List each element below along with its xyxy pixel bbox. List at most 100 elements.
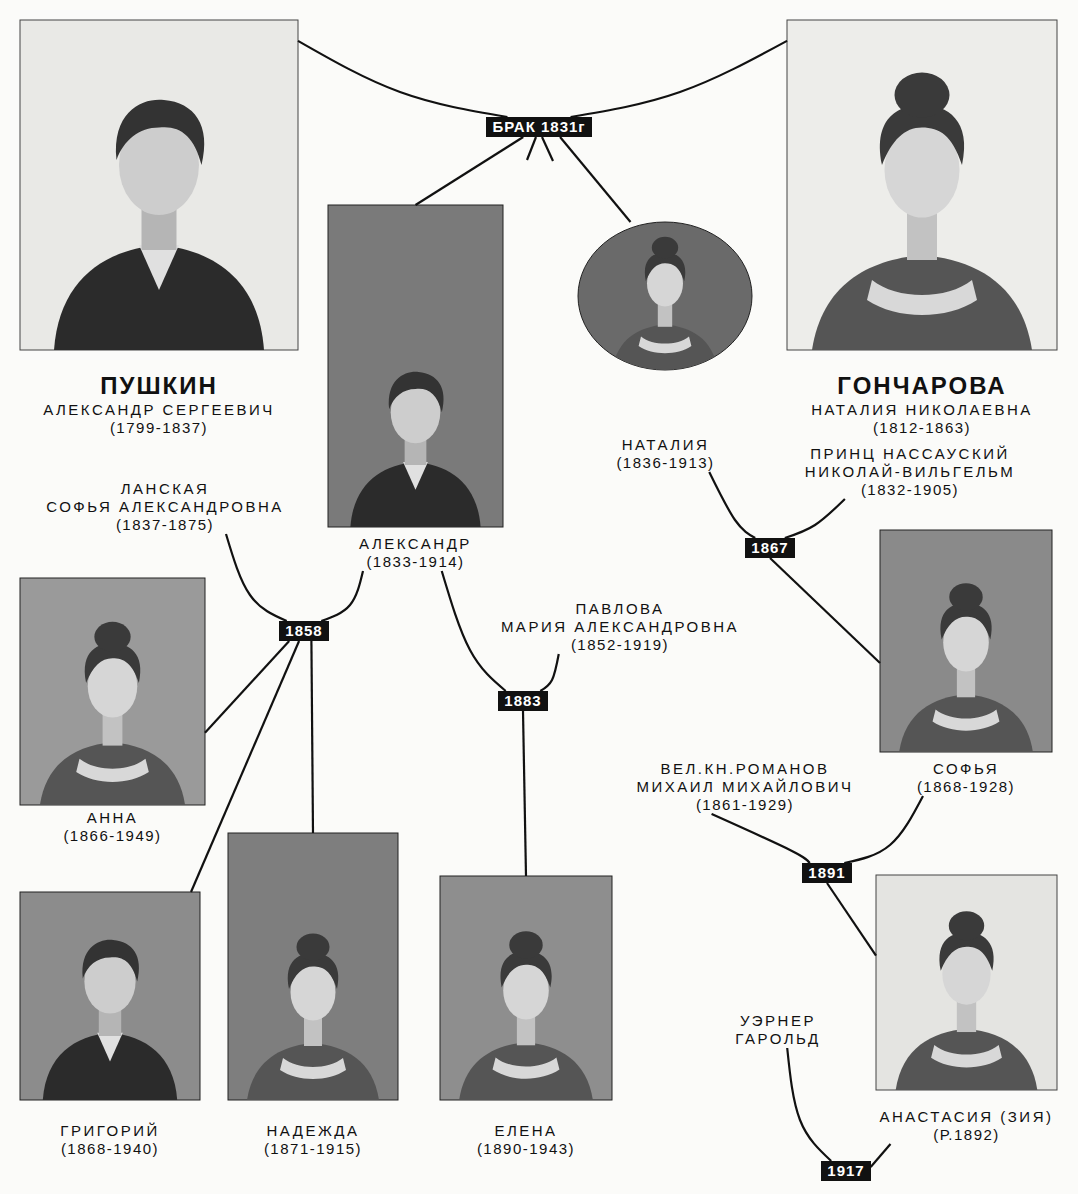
family-connector <box>442 571 506 691</box>
natalia-oval-photo <box>578 222 752 370</box>
portrait-space <box>328 205 503 527</box>
portrait-space <box>880 530 1052 752</box>
person-name: НАТАЛИЯ <box>622 436 710 454</box>
anastasia-portrait <box>876 875 1057 1090</box>
portrait-space <box>20 892 200 1100</box>
portrait-space <box>787 20 1057 350</box>
person-text: (1836-1913) <box>616 454 714 472</box>
person-name: УЭРНЕР ГАРОЛЬД <box>735 1012 820 1048</box>
person-name: ВЕЛ.КН.РОМАНОВ <box>660 760 829 778</box>
family-connector <box>321 571 363 621</box>
family-connector <box>827 883 876 956</box>
person-text: (1861-1929) <box>696 796 794 814</box>
family-connector <box>712 814 810 863</box>
person-text: МИХАИЛ МИХАЙЛОВИЧ <box>637 778 854 796</box>
person-name: ПРИНЦ НАССАУСКИЙ <box>810 445 1010 463</box>
person-text: (1868-1940) <box>61 1140 159 1158</box>
person-name: АЛЕКСАНДР <box>359 535 472 553</box>
family-connector <box>709 472 755 538</box>
family-connector <box>770 558 880 663</box>
alexander-photo <box>328 205 503 527</box>
person-name: ЛАНСКАЯ <box>121 480 210 498</box>
person-name: ГОНЧАРОВА <box>837 372 1006 401</box>
person-name: ГРИГОРИЙ <box>60 1122 159 1140</box>
person-text: (1871-1915) <box>264 1140 362 1158</box>
family-connector <box>560 137 630 222</box>
marriage-tag: БРАК 1831г <box>486 117 591 137</box>
anna-photo <box>20 578 205 805</box>
person-name: СОФЬЯ <box>933 760 999 778</box>
portrait-box: АЛЕКСАНДР(1833-1914) <box>328 205 503 571</box>
person-text: (1852-1919) <box>571 636 669 654</box>
person-label: УЭРНЕР ГАРОЛЬД <box>732 1012 824 1048</box>
portrait-box: ГРИГОРИЙ(1868-1940) <box>20 892 200 1158</box>
child-stub-lines <box>527 137 553 161</box>
marriage-year: 1883 <box>504 692 541 710</box>
family-connector <box>298 41 507 117</box>
portrait-box: НАДЕЖДА(1871-1915) <box>228 833 398 1158</box>
person-text: (1832-1905) <box>861 481 959 499</box>
portrait-space <box>228 833 398 1100</box>
person-text: АЛЕКСАНДР СЕРГЕЕВИЧ <box>43 401 275 419</box>
portrait-space <box>578 222 753 370</box>
marriage-year: 1867 <box>751 539 788 557</box>
goncharova-portrait <box>787 20 1057 350</box>
family-connector <box>844 796 923 863</box>
person-text: НИКОЛАЙ-ВИЛЬГЕЛЬМ <box>805 463 1015 481</box>
family-connector <box>785 499 845 538</box>
person-text: (1833-1914) <box>366 553 464 571</box>
portrait-space <box>876 875 1057 1090</box>
person-text: (1868-1928) <box>917 778 1015 796</box>
marriage-tag: 1891 <box>802 863 851 883</box>
person-label: ЛАНСКАЯСОФЬЯ АЛЕКСАНДРОВНА(1837-1875) <box>43 480 287 534</box>
portrait-box: ПУШКИНАЛЕКСАНДР СЕРГЕЕВИЧ(1799-1837) <box>20 20 298 437</box>
person-name: АНАСТАСИЯ (ЗИЯ) <box>880 1108 1054 1126</box>
person-name: ПАВЛОВА <box>575 600 664 618</box>
portrait-box: АННА(1866-1949) <box>20 578 205 845</box>
nadezhda-photo <box>228 833 398 1100</box>
marriage-tag: 1883 <box>498 691 547 711</box>
portrait-box: ГОНЧАРОВАНАТАЛИЯ НИКОЛАЕВНА(1812-1863) <box>787 20 1057 437</box>
person-name: ПУШКИН <box>100 372 218 401</box>
person-text: (Р.1892) <box>933 1126 1000 1144</box>
person-label: ПРИНЦ НАССАУСКИЙНИКОЛАЙ-ВИЛЬГЕЛЬМ(1832-1… <box>802 445 1019 499</box>
person-text: НАТАЛИЯ НИКОЛАЕВНА <box>811 401 1033 419</box>
portrait-space <box>20 578 205 805</box>
portrait-box: ЕЛЕНА(1890-1943) <box>440 876 612 1158</box>
sofia-photo <box>880 530 1052 752</box>
pushkin-portrait <box>20 20 298 350</box>
family-connector <box>205 641 289 733</box>
marriage-tag: 1867 <box>745 538 794 558</box>
person-text: (1812-1863) <box>873 419 971 437</box>
portrait-space <box>440 876 612 1100</box>
family-connector <box>540 654 558 691</box>
person-text: (1799-1837) <box>110 419 208 437</box>
family-connector <box>571 41 787 117</box>
family-connector <box>226 534 287 621</box>
marriage-tag: 1917 <box>821 1161 870 1181</box>
person-text: (1837-1875) <box>116 516 214 534</box>
person-text: СОФЬЯ АЛЕКСАНДРОВНА <box>46 498 284 516</box>
marriage-tag: 1858 <box>279 621 328 641</box>
person-text: (1890-1943) <box>477 1140 575 1158</box>
person-label: ВЕЛ.КН.РОМАНОВМИХАИЛ МИХАЙЛОВИЧ(1861-192… <box>634 760 857 814</box>
person-text: МАРИЯ АЛЕКСАНДРОВНА <box>501 618 739 636</box>
person-name: АННА <box>87 809 139 827</box>
family-connector <box>523 711 526 876</box>
person-name: ЕЛЕНА <box>494 1122 557 1140</box>
portrait-box: АНАСТАСИЯ (ЗИЯ)(Р.1892) <box>876 875 1057 1144</box>
portrait-box: НАТАЛИЯ(1836-1913) <box>578 222 753 472</box>
marriage-year: БРАК 1831г <box>492 118 585 136</box>
marriage-year: 1891 <box>808 864 845 882</box>
grigoriy-photo <box>20 892 200 1100</box>
person-label: ПАВЛОВАМАРИЯ АЛЕКСАНДРОВНА(1852-1919) <box>498 600 743 654</box>
family-connector <box>311 641 313 833</box>
elena-photo <box>440 876 612 1100</box>
person-name: НАДЕЖДА <box>266 1122 359 1140</box>
marriage-year: 1858 <box>285 622 322 640</box>
portrait-space <box>20 20 298 350</box>
